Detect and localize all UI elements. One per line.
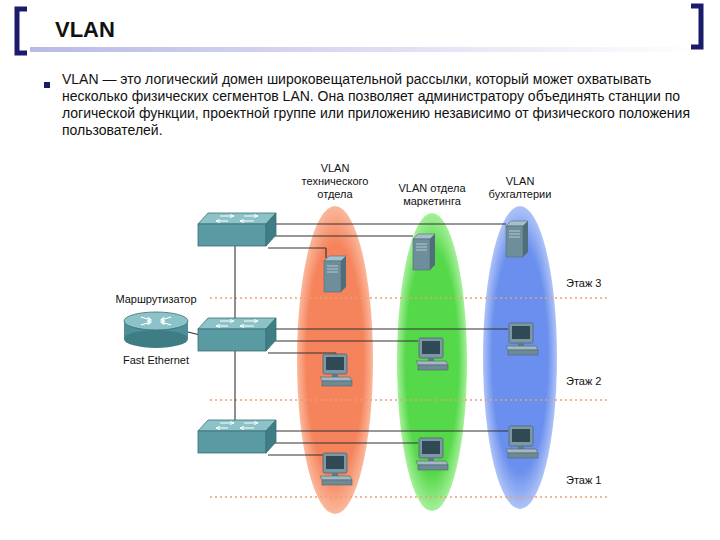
vlan-ellipse-fill bbox=[297, 206, 373, 514]
router-label: Fast Ethernet bbox=[91, 354, 221, 367]
workstation bbox=[416, 438, 448, 470]
router-label: Маршрутизатор bbox=[91, 293, 221, 306]
vlan-ellipse-fill bbox=[483, 206, 557, 509]
switch-floor-1 bbox=[198, 420, 276, 453]
vlan-ellipse-fill bbox=[397, 213, 467, 511]
title-underline bbox=[30, 47, 700, 52]
floor-label: Этаж 1 bbox=[566, 474, 626, 487]
vlan-heading: VLAN отдела маркетинга bbox=[376, 182, 488, 208]
workstation bbox=[416, 338, 448, 370]
workstation bbox=[320, 354, 352, 386]
switch-floor-2 bbox=[198, 318, 276, 351]
router-symbol bbox=[124, 312, 188, 348]
router-icon bbox=[121, 310, 191, 350]
switch-floor-3 bbox=[198, 213, 276, 246]
bullet-square bbox=[44, 82, 50, 88]
left-bracket bbox=[17, 9, 27, 53]
floor-label: Этаж 2 bbox=[566, 375, 626, 388]
right-bracket bbox=[691, 6, 701, 47]
vlan-heading: VLAN технического отдела bbox=[293, 162, 377, 201]
bullet-text: VLAN — это логический домен широковещате… bbox=[62, 71, 707, 139]
workstation bbox=[506, 426, 538, 458]
server bbox=[324, 256, 346, 292]
vlan-heading: VLAN бухгалтерии bbox=[483, 175, 557, 201]
workstation bbox=[506, 323, 538, 355]
server bbox=[506, 221, 528, 257]
workstation bbox=[320, 453, 352, 485]
slide-title: VLAN bbox=[55, 17, 115, 43]
server bbox=[413, 234, 435, 270]
floor-label: Этаж 3 bbox=[566, 277, 626, 290]
